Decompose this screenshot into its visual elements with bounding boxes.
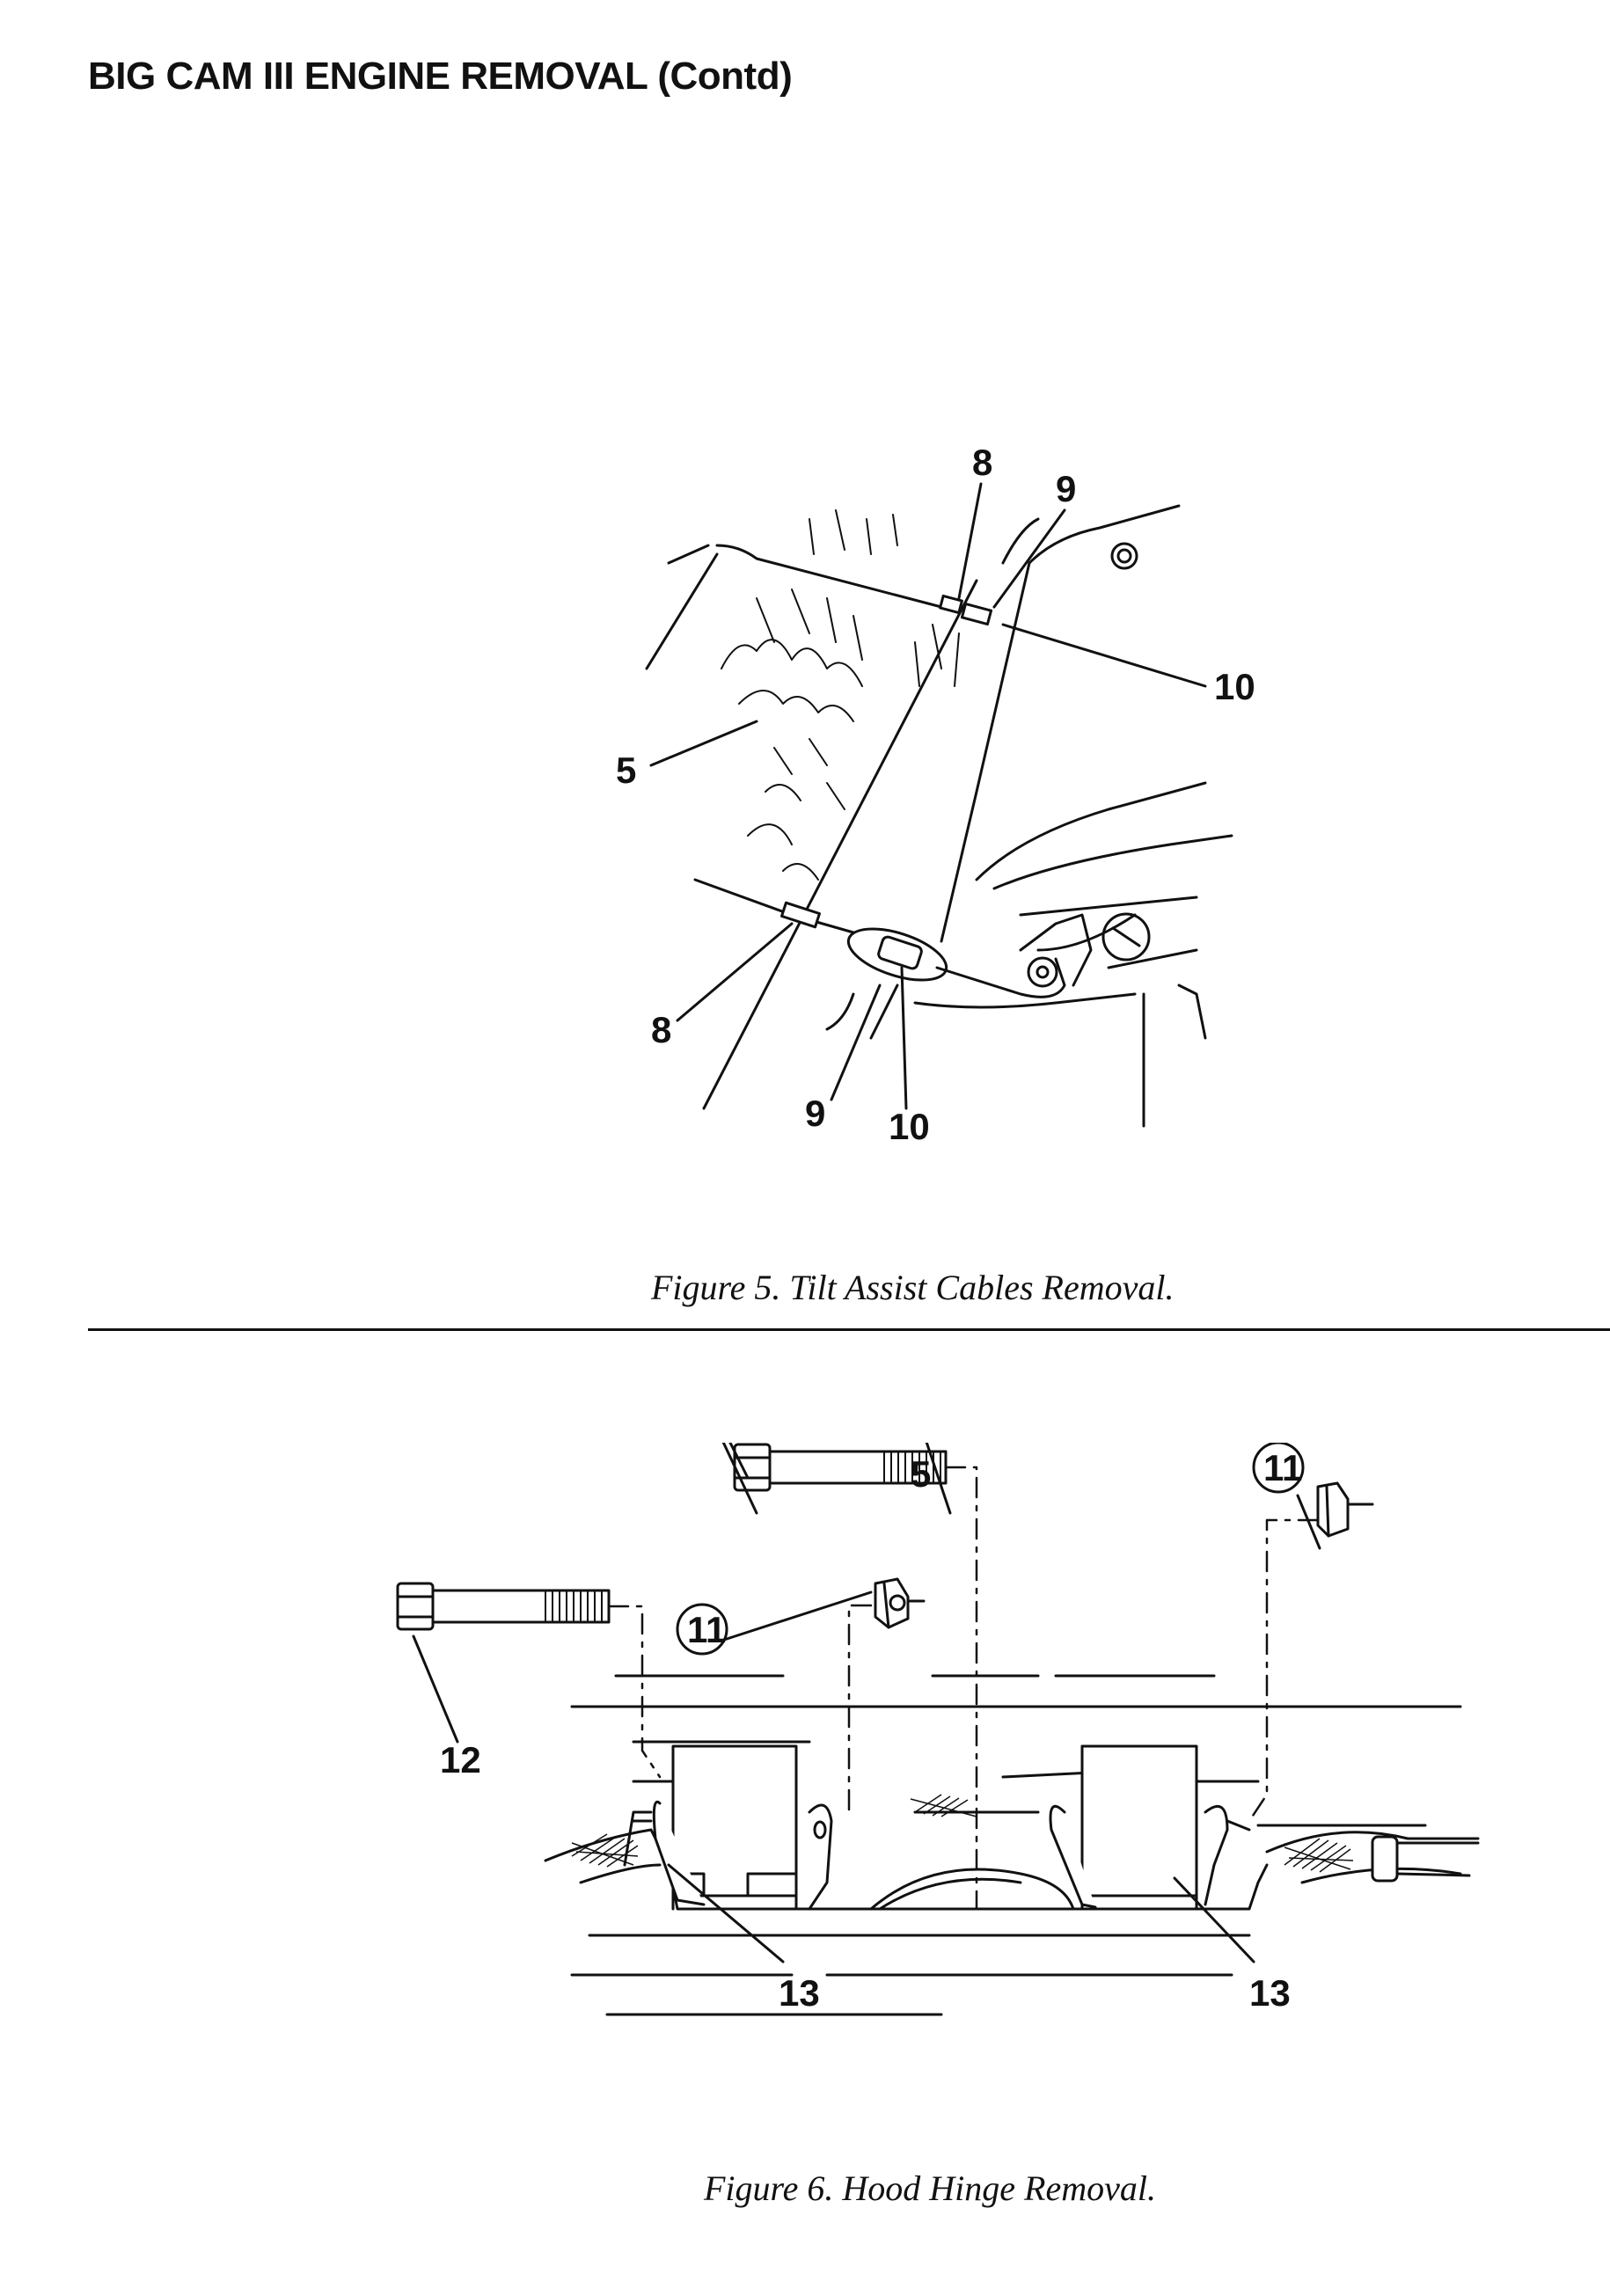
lower-cable	[693, 878, 855, 934]
bolt-left	[396, 1582, 611, 1631]
nut-right	[1316, 1481, 1374, 1538]
hatched-area-right	[1284, 1838, 1354, 1873]
callout-13-right: 13	[1249, 1972, 1291, 2014]
callout-5: 5	[911, 1453, 931, 1495]
hinge-bracket-outline	[544, 1828, 1269, 1911]
upper-cable	[715, 544, 943, 609]
callout-8-upper: 8	[972, 442, 992, 483]
figure-6-caption: Figure 6. Hood Hinge Removal.	[704, 2168, 1156, 2208]
callout-5: 5	[616, 749, 636, 791]
section-divider	[88, 1328, 1610, 1331]
callout-8-lower: 8	[651, 1009, 671, 1050]
callout-10-lower: 10	[889, 1106, 930, 1147]
hinge-block-left	[671, 1744, 798, 1897]
callout-9-upper: 9	[1056, 468, 1076, 509]
hinge-strap-right-b	[1204, 1804, 1229, 1906]
nut-left	[874, 1577, 926, 1629]
callout-11-right: 11	[1263, 1447, 1302, 1488]
figure-5-caption: Figure 5. Tilt Assist Cables Removal.	[651, 1268, 1175, 1307]
bolt-top	[733, 1443, 948, 1492]
callout-12-left: 12	[440, 1739, 481, 1780]
callout-13-left: 13	[779, 1972, 820, 2014]
callout-10-upper: 10	[1214, 666, 1255, 707]
page-title: BIG CAM III ENGINE REMOVAL (Contd)	[88, 55, 793, 98]
hinge-strap-right-a	[1049, 1804, 1097, 1909]
figure-6-illustration: 12 11 5 11 12 13 13	[370, 1443, 1513, 2076]
figure-5-illustration: 8 9 10 5 8 9 10	[563, 422, 1337, 1161]
hinge-strap-left-a	[652, 1800, 706, 1906]
engine-body-outline	[975, 781, 1207, 881]
callout-11-left: 11	[687, 1609, 726, 1650]
callout-9-lower: 9	[805, 1093, 825, 1134]
hood-edge-line	[702, 579, 978, 1110]
hatched-area-left	[571, 1833, 639, 1868]
hinge-block-right	[1080, 1744, 1198, 1897]
hood-edge-line-right	[940, 561, 1031, 943]
